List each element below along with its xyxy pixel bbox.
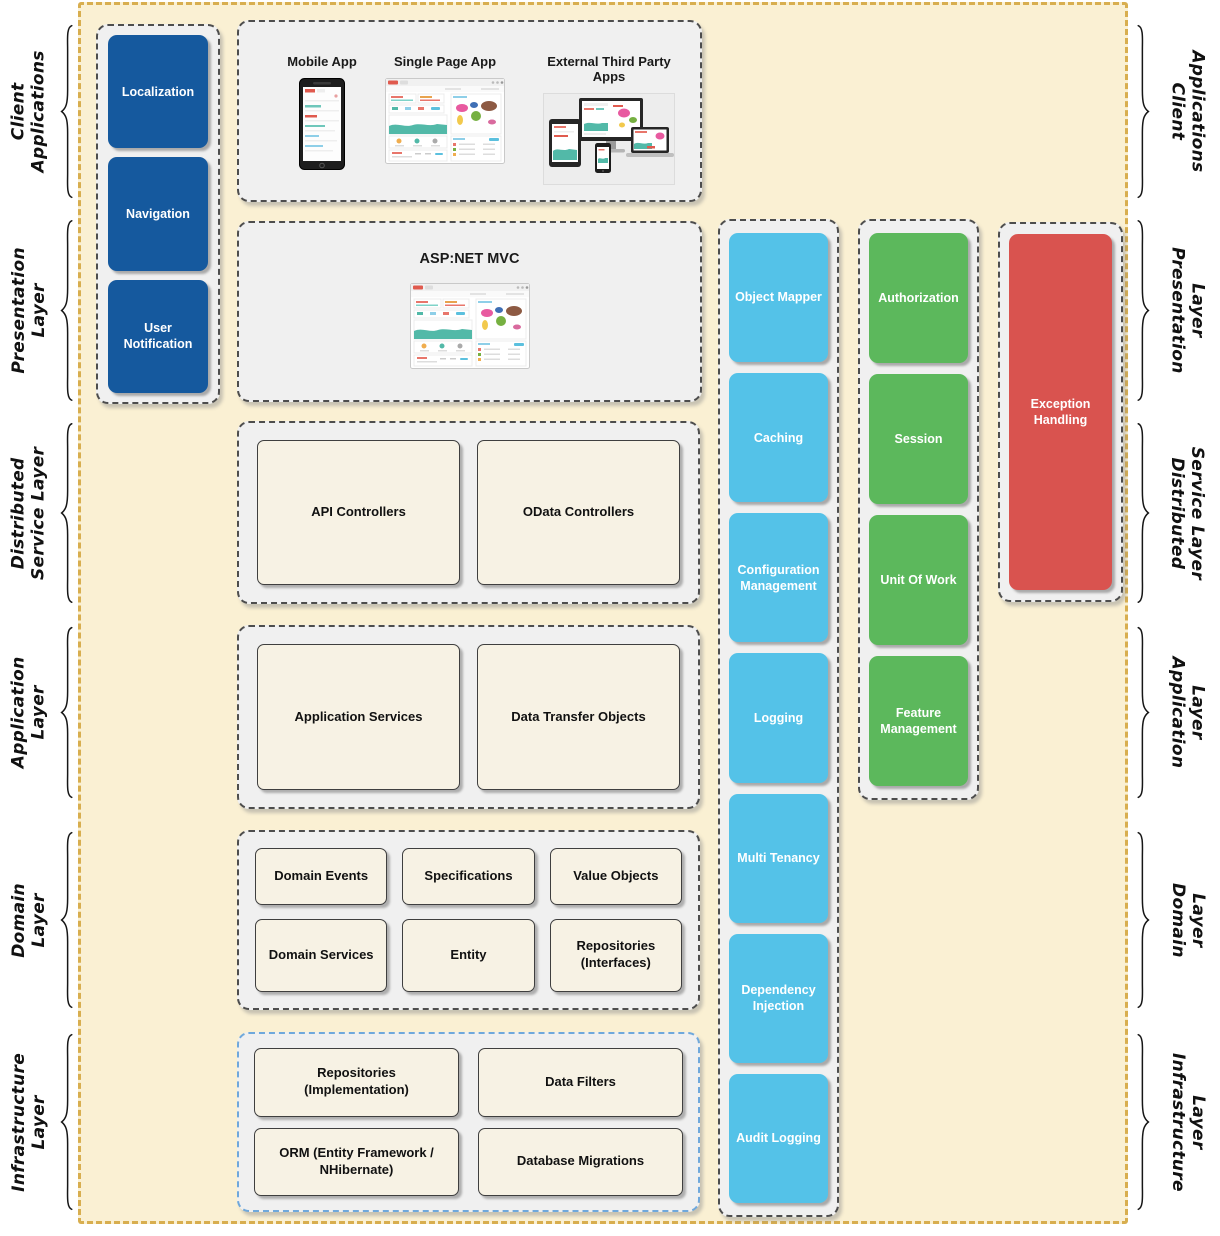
brace-left-icon [59,218,74,403]
domain-events-box: Domain Events [255,848,388,905]
brace-right-icon [1136,625,1151,800]
authorization-box: Authorization [869,233,968,363]
single-page-app-figure: Single Page App [385,54,505,169]
repositories-interfaces-box: Repositories (Interfaces) [549,918,682,992]
application-services-box: Application Services [257,644,460,790]
logging-box: Logging [729,653,828,783]
external-apps-image [543,93,675,185]
exception-column-panel: Exception Handling [998,222,1123,602]
object-mapper-box: Object Mapper [729,233,828,363]
mobile-app-label: Mobile App [287,54,357,69]
localization-box: Localization [108,35,208,149]
application-layer-panel: Application Services Data Transfer Objec… [237,625,700,809]
brace-right-icon [1136,830,1151,1010]
infrastructure-layer-panel: Repositories (Implementation) Data Filte… [237,1032,700,1212]
database-migrations-box: Database Migrations [478,1127,683,1196]
brace-right-icon [1136,218,1151,403]
distributed-service-panel: API Controllers OData Controllers [237,421,700,604]
specifications-box: Specifications [402,848,535,905]
data-transfer-objects-box: Data Transfer Objects [477,644,680,790]
feature-management-box: Feature Management [869,656,968,786]
user-notification-box: User Notification [108,279,208,393]
single-page-app-label: Single Page App [393,54,497,69]
odata-controllers-box: OData Controllers [477,440,680,585]
external-apps-label: External Third Party Apps [547,54,671,84]
presentation-layer-panel: ASP:NET MVC [237,221,702,402]
brace-right-icon [1136,23,1151,200]
exception-handling-box: Exception Handling [1009,234,1112,590]
aspnet-mvc-image [409,283,530,369]
client-applications-panel: Mobile App Single Page App External Thir… [237,20,702,202]
single-page-app-image [385,78,505,164]
brace-left-icon [59,421,74,605]
navigation-box: Navigation [108,157,208,271]
cross-cutting-column-panel: Object Mapper Caching Configuration Mana… [718,219,839,1217]
brace-right-icon [1136,421,1151,605]
multi-tenancy-box: Multi Tenancy [729,793,828,923]
brace-left-icon [59,23,74,200]
domain-layer-panel: Domain Events Specifications Value Objec… [237,830,700,1010]
mobile-app-figure: Mobile App [267,54,377,175]
data-filters-box: Data Filters [478,1048,683,1117]
security-column-panel: Authorization Session Unit Of Work Featu… [858,219,979,800]
orm-box: ORM (Entity Framework / NHibernate) [254,1127,459,1196]
session-box: Session [869,374,968,504]
aspnet-mvc-title: ASP:NET MVC [419,251,520,267]
configuration-management-box: Configuration Management [729,513,828,643]
caching-box: Caching [729,373,828,503]
brace-right-icon [1136,1032,1151,1212]
brace-left-icon [59,625,74,800]
value-objects-box: Value Objects [549,848,682,905]
brace-left-icon [59,1032,74,1212]
domain-services-box: Domain Services [255,918,388,992]
api-controllers-box: API Controllers [257,440,460,585]
external-apps-figure: External Third Party Apps [539,54,679,190]
entity-box: Entity [402,918,535,992]
mobile-app-image [299,78,345,170]
brace-left-icon [59,830,74,1010]
presentation-shared-panel: Localization Navigation User Notificatio… [96,24,220,404]
dependency-injection-box: Dependency Injection [729,933,828,1063]
audit-logging-box: Audit Logging [729,1073,828,1203]
repositories-implementation-box: Repositories (Implementation) [254,1048,459,1117]
unit-of-work-box: Unit Of Work [869,515,968,645]
